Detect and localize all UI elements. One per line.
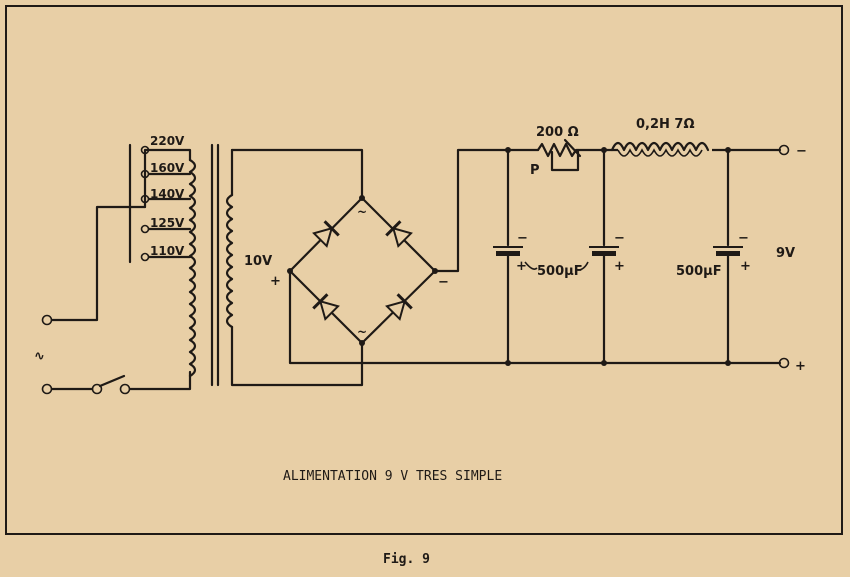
bridge-ac-mark-bottom: ~ [357,325,367,339]
choke-inductor [610,140,712,160]
mains-input [41,205,192,395]
capacitor-input [493,147,523,366]
secondary-voltage-label: 10V [244,254,272,269]
tap-label-160v: 160V [150,161,185,175]
figure-label: Fig. 9 [383,552,430,567]
transformer-primary [140,145,197,378]
cap1-minus: − [517,231,528,246]
ac-symbol: ∿ [34,349,45,364]
resistor-200-ohm [536,138,782,172]
mains-switch [98,374,126,388]
bridge-minus-sign: − [438,275,449,290]
capacitor-middle [524,147,619,366]
output-terminal-positive [778,357,790,369]
capacitor-output [713,147,743,366]
diode-bridge [287,195,438,346]
diode-bottom-right [385,293,413,321]
resistor-wiper-label: P [530,163,540,178]
cap3-minus: − [738,231,749,246]
output-minus-sign: − [796,144,807,159]
output-voltage-label: 9V [776,246,795,261]
cap3-plus: + [740,259,751,274]
figure-frame [5,5,843,535]
bridge-plus-sign: + [270,274,281,289]
diode-top-right [385,220,413,248]
choke-value-label: 0,2H 7Ω [636,117,695,132]
tap-label-220v: 220V [150,134,185,148]
bridge-ac-mark-top: ~ [357,205,367,219]
capacitor-value-label-2: 500μF [676,264,722,279]
cap1-plus: + [516,259,527,274]
tap-label-140v: 140V [150,187,185,201]
cap2-plus: + [614,259,625,274]
diode-top-left [312,220,340,248]
diagram-caption: ALIMENTATION 9 V TRES SIMPLE [283,469,502,484]
cap2-minus: − [614,231,625,246]
diode-bottom-left [312,293,340,321]
tap-label-125v: 125V [150,216,185,230]
output-plus-sign: + [795,359,806,374]
tap-label-110v: 110V [150,244,185,258]
transformer-core [128,143,220,387]
output-terminal-negative [778,144,790,156]
resistor-value-label: 200 Ω [536,125,579,140]
capacitor-value-label-1: 500μF [537,264,583,279]
